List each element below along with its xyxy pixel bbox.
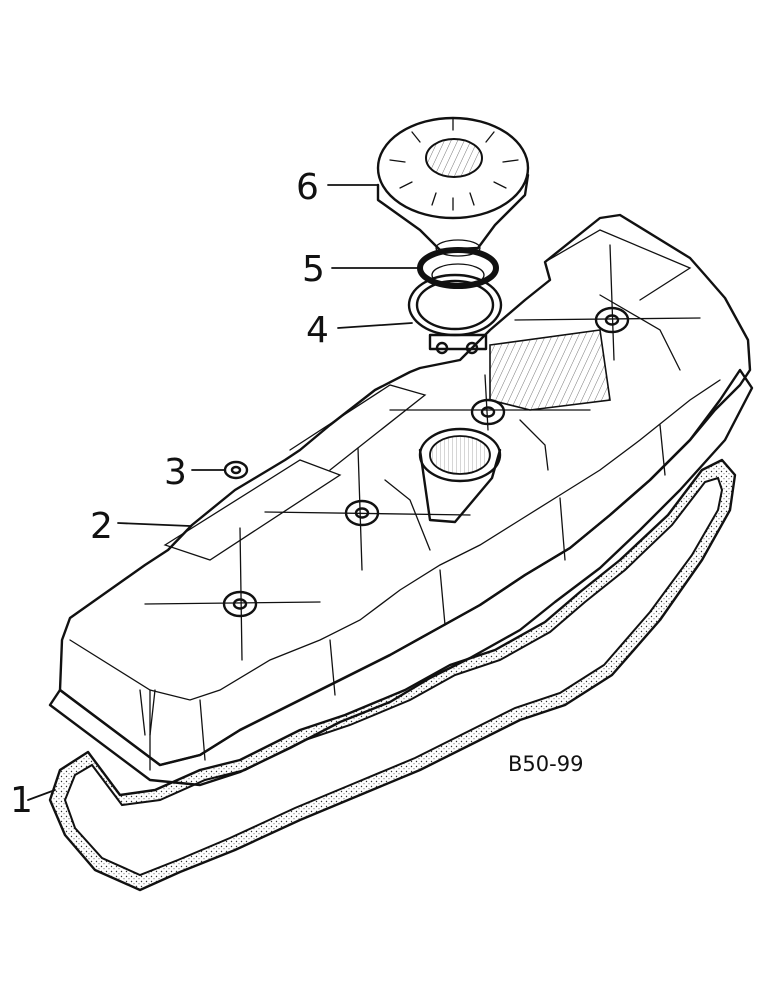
cover-stud [470,398,506,426]
clamp-part [407,273,503,355]
leader-lines [27,184,421,801]
callout-number: 4 [306,310,329,351]
callout-number: 5 [302,249,325,290]
callout-number: 1 [10,780,33,821]
cover-stud [344,499,380,527]
callout-number: 3 [164,452,187,493]
rocker-cover-part [48,213,754,787]
callout-number: 6 [296,167,319,208]
cover-stud [222,590,258,618]
cover-stud [594,306,630,334]
filler-cap-part [376,116,530,257]
breather-neck [418,427,502,524]
figure-code: B50-99 [508,752,583,776]
callout-number: 2 [90,506,113,547]
washer-part [223,460,249,480]
